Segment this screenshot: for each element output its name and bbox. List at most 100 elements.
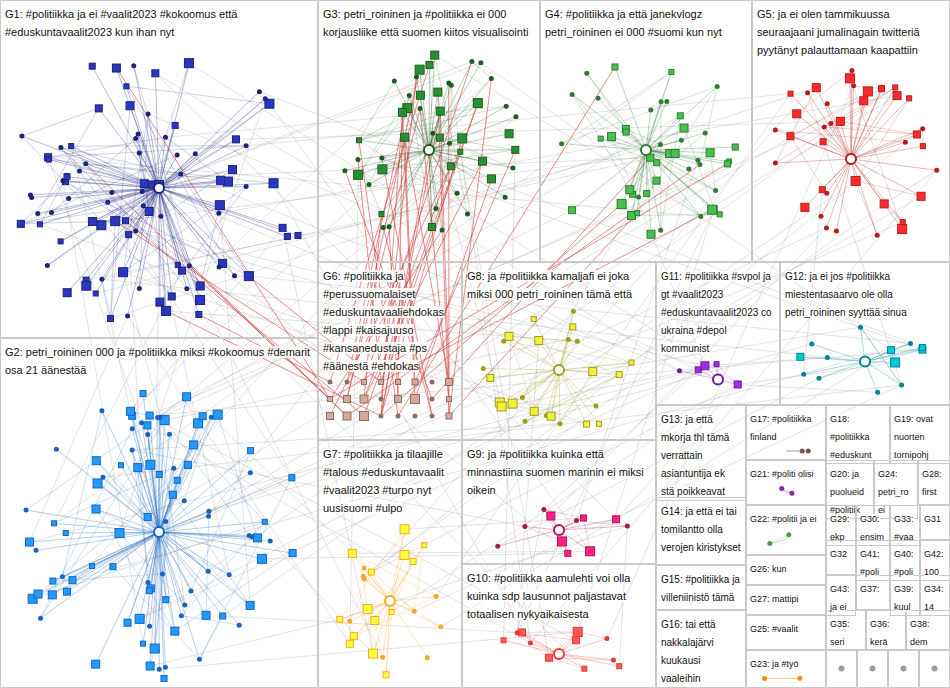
vertex-image (487, 374, 494, 381)
group-box: G43: ja ei (826, 575, 856, 616)
tie-line (148, 532, 159, 583)
vertex-dot (786, 532, 791, 537)
vertex-image (184, 461, 191, 468)
vertex-dot (216, 211, 221, 216)
vertex-image (412, 379, 418, 385)
group-label: G18: #politiikka #eduskunt (830, 414, 872, 460)
vertex-image (368, 569, 374, 575)
tie-line (632, 214, 720, 215)
highlight-tie (420, 108, 449, 399)
group-box: G13: ja että mkorja thl tämä verrattain … (656, 405, 746, 501)
vertex-image (415, 65, 424, 74)
vertex-dot (558, 421, 563, 426)
vertex-image (126, 407, 134, 415)
vertex-image (178, 267, 185, 274)
vertex-image (89, 217, 97, 225)
vertex-image (51, 521, 56, 526)
group-label: G5: ja ei olen tammikuussa seuraajaani j… (757, 8, 920, 56)
tie-line (130, 106, 159, 188)
tie-line (626, 129, 661, 144)
vertex-dot (248, 470, 253, 475)
vertex-dot (433, 206, 438, 211)
tie-line (382, 103, 478, 158)
vertex-image (196, 282, 204, 290)
vertex-dot (465, 212, 470, 217)
vertex-dot (396, 414, 401, 419)
tie-line (181, 522, 264, 616)
group-box: G38: dem (906, 610, 950, 651)
vertex-dot (825, 101, 830, 106)
group-label: G12: ja ei jos #politiikka miestentasaar… (785, 271, 907, 318)
tie-line (562, 72, 672, 144)
group-box: G23: ja #työ (746, 650, 826, 688)
vertex-dot (137, 151, 142, 156)
group-label: G4: #politiikka ja että janekvlogz petri… (545, 8, 722, 38)
vertex-image (845, 74, 854, 83)
vertex-dot (779, 486, 784, 491)
vertex-image (356, 138, 361, 143)
vertex-image (569, 207, 576, 214)
tie-line (54, 523, 159, 532)
vertex-dot (83, 161, 88, 166)
group-label: G16: tai että nakkalajärvi kuukausi vaal… (661, 619, 715, 684)
vertex-dot (60, 574, 65, 579)
vertex-image (93, 291, 98, 296)
vertex-image (400, 525, 409, 534)
group-label: G34: 14 (924, 584, 944, 612)
hub-vertex (554, 649, 564, 659)
tie-line (150, 127, 825, 416)
vertex-dot (232, 273, 237, 278)
vertex-image (573, 637, 580, 644)
group-label: G10: #politiikka aamulehti voi olla kuin… (467, 572, 630, 620)
vertex-dot (440, 228, 445, 233)
vertex-image (793, 110, 801, 118)
tie-line (181, 174, 249, 276)
vertex-image (863, 87, 872, 96)
tie-line (639, 150, 646, 197)
tie-line (132, 450, 175, 631)
vertex-image (284, 234, 290, 240)
vertex-dot (66, 196, 71, 201)
vertex-dot (697, 162, 702, 167)
vertex-image (701, 362, 709, 370)
vertex-image (530, 407, 538, 415)
vertex-dot (19, 134, 24, 139)
tie-line (136, 63, 189, 231)
vertex-dot (133, 136, 138, 141)
group-box: G2: petri_roininen 000 ja #politiikka mi… (0, 338, 318, 688)
vertex-image (63, 588, 70, 595)
vertex-image (146, 588, 152, 594)
vertex-dot (430, 414, 435, 419)
group-box: G8: ja #politiikka kamaljafi ei joka mik… (462, 262, 656, 440)
tie-line (359, 140, 429, 150)
tie-line (219, 267, 568, 553)
vertex-dot (438, 624, 443, 629)
vertex-image (626, 186, 634, 194)
tie-line (102, 154, 670, 280)
tie-line (630, 150, 646, 190)
vertex-image (431, 51, 439, 59)
tie-line (790, 136, 826, 193)
vertex-dot (137, 286, 142, 291)
tie-line (851, 86, 854, 159)
tie-line (121, 465, 159, 532)
tie-line (134, 66, 200, 300)
vertex-image (172, 122, 178, 128)
vertex-image (144, 513, 151, 520)
tie-line (102, 279, 111, 318)
tie-line (775, 87, 895, 162)
tie-line (218, 415, 258, 538)
vertex-dot (805, 90, 810, 95)
vertex-dot (131, 63, 136, 68)
vertex-image (90, 564, 95, 569)
group-box: G36: kerä (866, 610, 906, 651)
tie-line (851, 159, 921, 196)
tie-line (139, 114, 148, 288)
vertex-image (428, 223, 435, 230)
highlight-tie (125, 221, 364, 416)
vertex-image (617, 200, 626, 209)
group-box: G41: #poli (856, 540, 890, 581)
vertex-dot (244, 143, 249, 148)
vertex-dot (355, 157, 360, 162)
vertex-image (647, 230, 655, 238)
